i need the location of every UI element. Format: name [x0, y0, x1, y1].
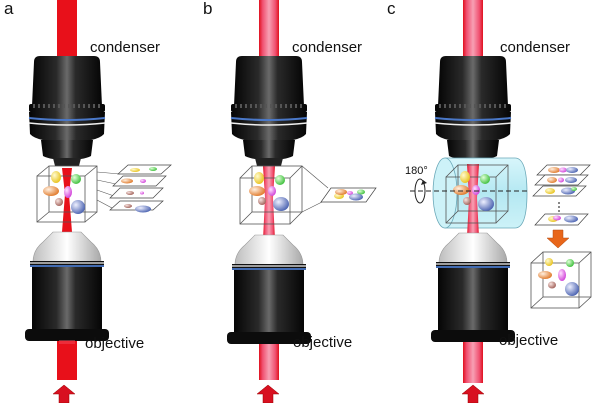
condenser-label-b: condenser — [292, 39, 362, 56]
light-direction-arrow-c — [461, 384, 485, 403]
objective-label-a: objective — [85, 335, 144, 352]
condenser-label-a: condenser — [90, 39, 160, 56]
projection-stack-c — [532, 164, 591, 226]
panel-letter-c: c — [387, 0, 396, 18]
rotation-arrow-icon — [414, 178, 427, 204]
sample-cube-c — [445, 164, 509, 224]
projection-2 — [534, 174, 589, 186]
condenser-lens-c — [434, 55, 512, 167]
particles-b — [249, 172, 289, 211]
sample-cube-a — [36, 165, 98, 223]
objective-lens-b — [226, 234, 312, 345]
objective-label-b: objective — [293, 334, 352, 351]
panel-a: a — [4, 0, 172, 403]
objective-label-c: objective — [499, 332, 558, 349]
light-direction-arrow-b — [256, 384, 280, 403]
slice-1 — [117, 164, 172, 175]
slice-stack-a — [96, 164, 172, 213]
ellipsis-dots — [558, 202, 560, 212]
focused-beam-a — [62, 168, 72, 232]
beam-in-a — [57, 0, 77, 56]
slice-4 — [109, 200, 164, 213]
condenser-lens-b — [230, 55, 308, 167]
slice-3 — [109, 187, 164, 199]
reconstructed-cube — [530, 251, 592, 309]
particles-a — [43, 171, 85, 214]
panel-letter-b: b — [203, 0, 212, 18]
objective-lens-c — [430, 232, 516, 343]
particles-c — [453, 171, 494, 211]
light-direction-arrow-a — [52, 384, 76, 403]
reconstruction-arrow-icon — [546, 229, 570, 249]
extended-beam-c — [467, 164, 479, 237]
condenser-label-c: condenser — [500, 39, 570, 56]
projection-b — [301, 165, 377, 213]
projection-n — [534, 213, 589, 226]
beam-in-c — [463, 0, 483, 56]
panel-letter-a: a — [4, 0, 14, 18]
panel-b: b condense — [203, 0, 377, 403]
panel-c: c 180° — [387, 0, 592, 403]
extended-beam-b — [263, 166, 275, 240]
objective-lens-a — [24, 231, 110, 342]
rotation-cylinder — [432, 157, 528, 229]
slice-2 — [112, 175, 167, 187]
projection-1 — [536, 164, 591, 176]
condenser-lens-a — [28, 55, 106, 167]
projection-3 — [532, 185, 587, 197]
rotation-angle-label: 180° — [405, 165, 428, 177]
beam-in-b — [259, 0, 279, 56]
